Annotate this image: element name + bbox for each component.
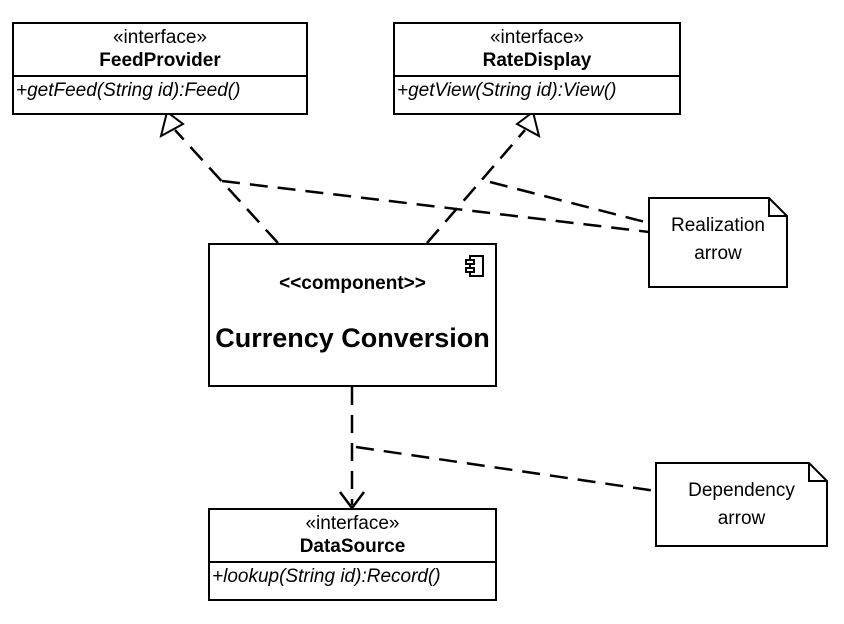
interface-datasource[interactable]: «interface» DataSource +lookup(String id…	[208, 508, 497, 601]
interface-header: «interface» FeedProvider	[14, 24, 306, 77]
note-anchor-realization-1	[221, 179, 650, 234]
note-shape-dependency	[655, 462, 828, 547]
interface-stereotype: «interface»	[489, 27, 584, 48]
interface-header: «interface» DataSource	[210, 510, 495, 563]
note-text-line1: Dependency	[688, 480, 795, 501]
realization-arrowhead-feedprovider	[159, 110, 185, 138]
note-realization[interactable]: Realization arrow	[649, 198, 787, 287]
note-shape-realization	[648, 197, 788, 288]
component-stereotype: <<component>>	[279, 273, 426, 294]
realization-line-ratedisplay	[426, 129, 526, 244]
note-dependency[interactable]: Dependency arrow	[656, 463, 827, 546]
component-icon	[465, 255, 484, 277]
component-currency-conversion[interactable]: <<component>> Currency Conversion	[208, 243, 497, 387]
note-anchor-dependency	[355, 445, 657, 493]
note-text-line1: Realization	[671, 215, 765, 236]
interface-name: RateDisplay	[482, 50, 592, 71]
note-text-line2: arrow	[717, 508, 766, 529]
interface-feedprovider[interactable]: «interface» FeedProvider +getFeed(String…	[12, 22, 308, 115]
component-name: Currency Conversion	[215, 323, 490, 353]
interface-operation: +getFeed(String id):Feed()	[16, 80, 241, 101]
interface-operation: +lookup(String id):Record()	[212, 566, 441, 587]
note-text-line2: arrow	[694, 243, 742, 264]
interface-stereotype: «interface»	[305, 513, 400, 534]
interface-ratedisplay[interactable]: «interface» RateDisplay +getView(String …	[393, 22, 681, 115]
realization-arrowhead-ratedisplay	[515, 110, 541, 138]
interface-header: «interface» RateDisplay	[395, 24, 679, 77]
realization-line-feedprovider	[174, 129, 279, 244]
interface-stereotype: «interface»	[112, 27, 207, 48]
interface-operation: +getView(String id):View()	[397, 80, 617, 101]
interface-name: DataSource	[299, 536, 406, 557]
interface-name: FeedProvider	[99, 50, 221, 71]
